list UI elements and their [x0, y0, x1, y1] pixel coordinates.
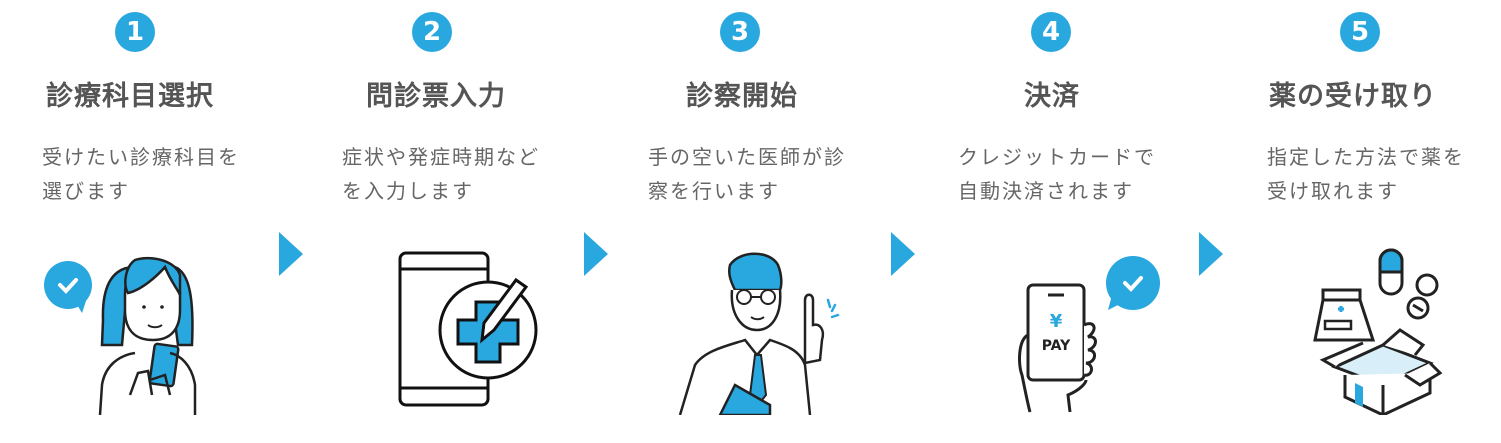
medicine-delivery-illustration — [1313, 248, 1443, 415]
step-5: 5 薬の受け取り 指定した方法で薬を受け取れます — [1245, 0, 1485, 443]
step-number-badge: 5 — [1340, 12, 1380, 52]
step-arrow-icon — [891, 232, 915, 276]
step-title: 決済 — [1024, 81, 1080, 112]
step-title: 診察開始 — [686, 81, 798, 112]
step-number-badge: 3 — [720, 12, 760, 52]
step-1: 1 診療科目選択 受けたい診療科目を選びます — [20, 0, 260, 443]
yen-icon: ¥ — [1050, 311, 1063, 332]
woman-smartphone-illustration — [44, 256, 197, 415]
step-description: クレジットカードで自動決済されます — [958, 145, 1156, 203]
step-description: 指定した方法で薬を受け取れます — [1267, 145, 1465, 203]
check-bubble-icon — [1106, 256, 1160, 310]
step-number-badge: 2 — [412, 12, 452, 52]
check-bubble-icon — [44, 261, 92, 313]
step-description: 手の空いた医師が診察を行います — [648, 145, 846, 203]
medicine-bag-icon — [1313, 288, 1376, 342]
hand-smartphone-pay-illustration: ¥ PAY — [1018, 256, 1160, 413]
step-number-badge: 1 — [115, 12, 155, 52]
step-title: 診療科目選択 — [46, 81, 214, 112]
step-number-badge: 4 — [1031, 12, 1071, 52]
step-arrow-icon — [279, 232, 303, 276]
open-box-icon — [1319, 328, 1443, 415]
step-3: 3 診察開始 手の空いた医師が診察を行います — [630, 0, 870, 443]
step-title: 問診票入力 — [366, 81, 506, 112]
step-2: 2 問診票入力 症状や発症時期などを入力します — [320, 0, 560, 443]
smartphone-medical-form-illustration — [398, 251, 538, 407]
capsule-icon — [1378, 248, 1404, 296]
step-4: 4 決済 クレジットカードで自動決済されます ¥ PAY — [940, 0, 1180, 443]
step-arrow-icon — [1199, 232, 1223, 276]
step-description: 症状や発症時期などを入力します — [342, 145, 540, 203]
pen-icon — [480, 277, 529, 344]
doctor-illustration — [678, 252, 840, 415]
step-arrow-icon — [584, 232, 608, 276]
step-description: 受けたい診療科目を選びます — [42, 145, 240, 203]
step-title: 薬の受け取り — [1269, 81, 1437, 112]
pay-label: PAY — [1042, 338, 1071, 354]
